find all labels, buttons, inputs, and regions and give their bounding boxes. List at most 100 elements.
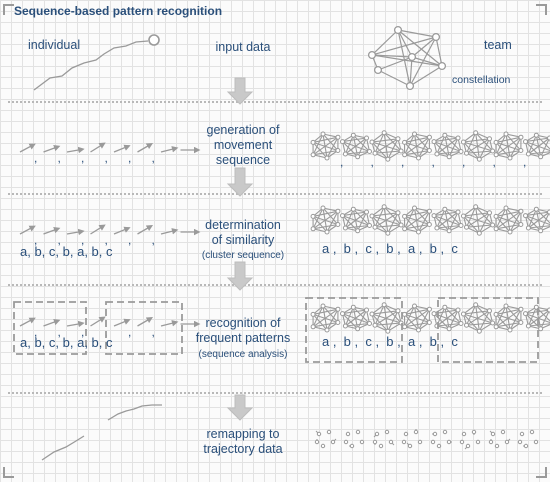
constellation-edge — [357, 137, 368, 158]
step-remapping-label: remapping to trajectory data — [203, 427, 283, 456]
constellation-edge — [495, 133, 507, 156]
constellation-edge — [352, 306, 370, 324]
constellation-edge — [383, 206, 399, 214]
movement-vector-arrow — [90, 224, 106, 235]
constellation-edge — [352, 208, 370, 226]
constellation-edge — [322, 207, 339, 212]
player-node — [519, 431, 525, 437]
comma: , — [128, 233, 131, 247]
player-node — [493, 152, 499, 158]
input-trajectory — [33, 34, 160, 91]
player-node — [335, 222, 341, 227]
constellation-edge — [527, 208, 537, 229]
comma: , — [81, 233, 84, 247]
player-node — [402, 226, 408, 232]
constellation-edge — [436, 134, 446, 155]
corner-mark — [536, 467, 547, 478]
player-node — [446, 154, 452, 160]
movement-vector-arrow — [137, 317, 154, 327]
player-node — [458, 321, 464, 326]
constellation-edge — [466, 138, 490, 154]
player-node — [335, 306, 341, 312]
small-constellation — [310, 131, 341, 161]
comma: , — [34, 151, 37, 165]
player-node — [395, 210, 401, 216]
player-node — [412, 131, 417, 137]
player-node — [310, 226, 316, 232]
remapped-constellations — [314, 429, 539, 450]
player-node — [431, 311, 437, 317]
player-node — [310, 152, 316, 158]
constellation-edge — [525, 141, 542, 158]
constellation-edge — [312, 210, 339, 217]
player-node — [388, 439, 394, 445]
player-node — [385, 230, 391, 236]
constellation-edge — [495, 136, 522, 143]
constellation-edge — [433, 141, 450, 158]
player-node — [455, 307, 461, 313]
player-node — [442, 429, 448, 435]
player-node — [398, 222, 404, 228]
left-pattern-sequence: a, b, c, b, a, b, c — [20, 335, 113, 350]
constellation-edge — [313, 149, 338, 156]
movement-vector-arrow — [160, 146, 179, 153]
player-node — [385, 328, 391, 334]
constellation-edge — [404, 136, 430, 156]
team-constellation-large — [367, 25, 447, 91]
player-node — [426, 306, 432, 312]
constellation-edge — [466, 212, 490, 228]
constellation-edge — [404, 210, 430, 230]
constellation-edge — [528, 323, 550, 327]
player-node — [518, 306, 524, 312]
constellation-edge — [436, 322, 462, 327]
constellation-edge — [326, 136, 339, 159]
movement-vector-arrow — [66, 228, 85, 236]
movement-vector-arrow — [19, 317, 36, 327]
player-node — [434, 225, 440, 231]
movement-vector-arrow — [43, 145, 61, 153]
player-node — [342, 323, 348, 329]
constellation-edge — [495, 308, 522, 315]
player-node — [398, 148, 404, 154]
remapped-trajectories — [41, 404, 162, 461]
player-node — [426, 208, 432, 214]
small-constellation — [369, 204, 404, 236]
separator — [8, 284, 542, 286]
constellation-edge — [527, 134, 537, 155]
player-node — [342, 225, 348, 231]
player-node — [426, 134, 432, 140]
constellation-edge — [345, 309, 367, 327]
constellation-edge — [433, 215, 450, 232]
comma: , — [493, 155, 496, 169]
constellation-edge — [465, 206, 477, 228]
constellation-edge — [540, 211, 550, 232]
player-node — [529, 429, 535, 435]
small-constellation — [310, 205, 341, 235]
comma: , — [128, 151, 131, 165]
constellation-edge — [312, 308, 339, 315]
player-node — [432, 431, 438, 437]
player-node — [326, 429, 332, 435]
constellation-edge — [411, 56, 443, 67]
constellation-edge — [479, 150, 493, 160]
player-node — [364, 135, 370, 141]
player-node — [367, 50, 377, 60]
player-node — [340, 213, 345, 219]
constellation-edge — [436, 208, 446, 229]
player-node — [372, 150, 378, 156]
movement-vector-arrow — [160, 320, 179, 327]
player-node — [369, 311, 375, 317]
small-constellation — [369, 302, 404, 334]
player-node — [367, 321, 372, 326]
small-constellation — [402, 303, 432, 333]
player-node — [310, 324, 316, 330]
player-node — [538, 228, 544, 234]
player-node — [446, 439, 452, 445]
player-node — [385, 156, 391, 162]
constellation-edge — [312, 207, 324, 230]
constellation-edge — [479, 224, 493, 234]
constellation-edge — [322, 133, 339, 138]
player-node — [464, 150, 469, 156]
player-node — [476, 230, 482, 236]
